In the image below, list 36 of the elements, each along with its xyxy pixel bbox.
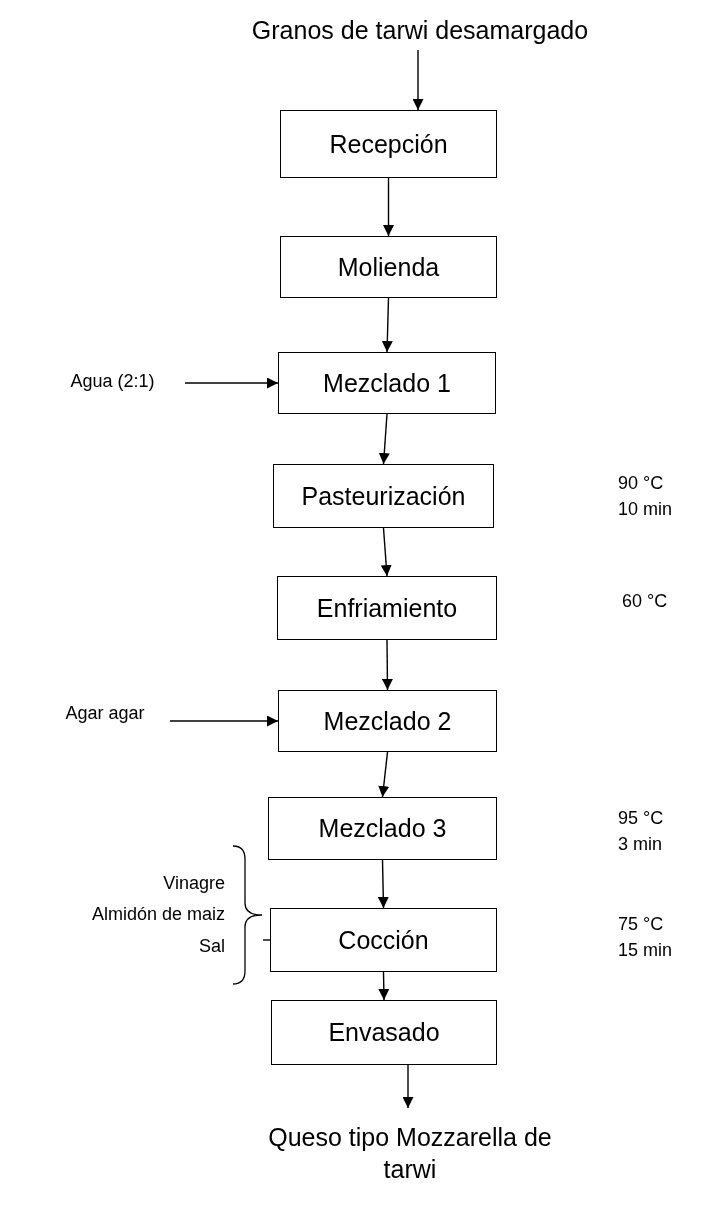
- process-box: Molienda: [280, 236, 497, 298]
- arrow: [378, 971, 390, 1001]
- connector-line: [262, 939, 271, 941]
- ingredient-label: Sal: [199, 934, 225, 958]
- ingredient-label: Vinagre: [163, 871, 225, 895]
- process-box: Envasado: [271, 1000, 497, 1065]
- process-box: Pasteurización: [273, 464, 494, 528]
- input-label: Agar agar: [40, 698, 170, 728]
- process-box: Mezclado 2: [278, 690, 497, 752]
- input-label: Agua (2:1): [40, 366, 185, 396]
- arrow: [377, 859, 389, 909]
- arrow: [381, 297, 393, 353]
- input-label: Granos de tarwi desamargado: [190, 10, 650, 50]
- condition-note: 3 min: [618, 833, 662, 856]
- arrow: [383, 177, 394, 237]
- condition-note: 60 °C: [622, 590, 668, 613]
- arrow: [378, 751, 390, 798]
- arrow: [380, 527, 392, 577]
- ingredient-label: Almidón de maiz: [91, 903, 225, 927]
- process-box: Recepción: [280, 110, 497, 178]
- arrow: [184, 377, 279, 389]
- arrow: [378, 413, 390, 465]
- condition-note: 90 °C: [618, 472, 664, 495]
- condition-note: 10 min: [618, 498, 673, 521]
- arrow: [412, 49, 424, 111]
- arrow: [169, 715, 279, 727]
- process-box: Enfriamiento: [277, 576, 497, 640]
- condition-note: 95 °C: [618, 807, 664, 830]
- arrow: [381, 639, 393, 691]
- condition-note: 15 min: [618, 939, 673, 962]
- arrow: [402, 1064, 414, 1109]
- condition-note: 75 °C: [618, 913, 664, 936]
- process-box: Cocción: [270, 908, 497, 972]
- output-label: Queso tipo Mozzarella de tarwi: [265, 1108, 555, 1198]
- process-box: Mezclado 1: [278, 352, 496, 414]
- process-box: Mezclado 3: [268, 797, 497, 860]
